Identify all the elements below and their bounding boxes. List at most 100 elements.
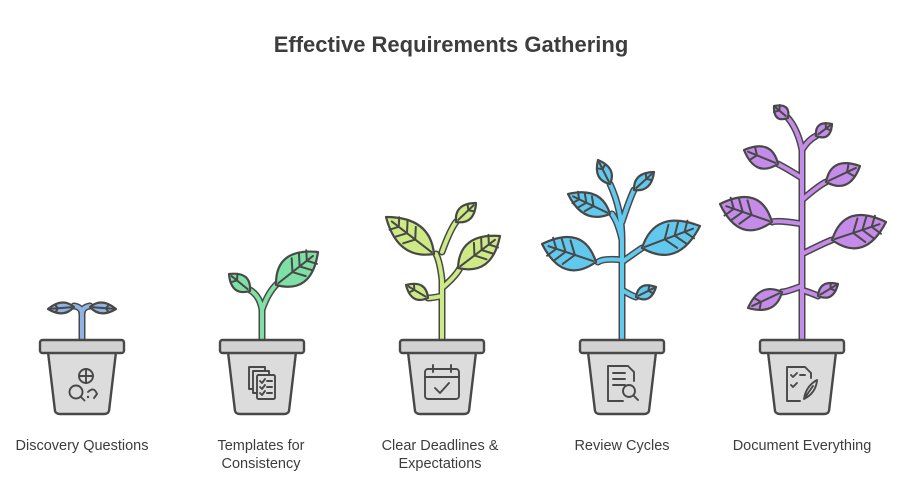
stacked-checklist-icon [248, 366, 276, 400]
leaf [772, 104, 790, 121]
stem-fill [596, 182, 644, 343]
leaf [824, 162, 862, 187]
leaf-vein [457, 204, 475, 221]
leaf-vein [737, 197, 744, 213]
leaf [830, 213, 888, 250]
leaf-vein [305, 249, 308, 262]
leaf-vein [723, 207, 735, 217]
leaf-vein [827, 166, 857, 182]
leaf-vein [846, 171, 856, 178]
leaf-vein [561, 253, 576, 265]
leaf-vein [852, 217, 859, 234]
leaf-vein [480, 248, 494, 255]
flower-pot [38, 338, 126, 416]
leaf-vein [673, 220, 680, 237]
pot-body [766, 350, 838, 416]
stage-label-line: Clear Deadlines & [381, 438, 499, 454]
leaf-vein [861, 228, 875, 240]
calendar-check-icon [424, 364, 460, 400]
leaf-vein [305, 259, 318, 265]
leaf-vein [414, 225, 417, 241]
plant-stage-document [718, 104, 888, 416]
leaf-vein [467, 209, 476, 213]
leaf [746, 288, 784, 312]
leaf-vein [291, 271, 307, 278]
leaf [814, 121, 834, 139]
leaf [595, 158, 613, 186]
leaf-vein [663, 223, 670, 241]
leaf-vein [751, 292, 781, 308]
leaf-vein [870, 225, 882, 235]
stage-label-line: Document Everything [732, 438, 872, 454]
leaf-vein [229, 279, 238, 284]
leaf-vein [297, 252, 301, 268]
diagram-title: Effective Requirements Gathering [273, 32, 629, 57]
stage-label-line: Review Cycles [574, 438, 670, 454]
leaf [718, 195, 774, 232]
leaf-vein [298, 265, 314, 272]
stage-label-line: Discovery Questions [15, 438, 149, 454]
pot-rim [218, 338, 306, 355]
leaf [640, 219, 702, 257]
leaf-vein [487, 243, 499, 249]
leaf-vein [730, 210, 744, 222]
flower-pot [578, 338, 666, 416]
leaf-vein [50, 306, 73, 310]
leaf [816, 281, 840, 299]
leaf-vein [552, 236, 558, 250]
stage-label-templates: Templates for Consistency [171, 437, 351, 473]
leaf-vein [290, 257, 294, 274]
leaf-vein [846, 162, 850, 174]
leaf-vein [598, 161, 610, 183]
leaf-vein [852, 231, 867, 243]
leaf-vein [753, 297, 762, 303]
flower-pot [758, 338, 846, 416]
leaf-vein [819, 284, 837, 296]
leaf-vein [663, 238, 679, 249]
leaf [274, 249, 320, 288]
leaf-vein [673, 234, 688, 245]
leaf [456, 233, 502, 271]
leaf-vein [758, 300, 762, 311]
leaf [88, 301, 118, 315]
stage-label-discovery: Discovery Questions [0, 437, 172, 455]
leaf-vein [583, 205, 595, 213]
pot-rim [38, 338, 126, 355]
leaf [384, 215, 436, 256]
leaf-vein [817, 124, 832, 136]
stem-fill [72, 304, 92, 343]
stage-label-review: Review Cycles [532, 437, 712, 455]
leaf-vein [402, 238, 417, 245]
leaf-vein [394, 232, 408, 238]
leaf-vein [729, 196, 735, 210]
plant-stage-deadlines [384, 201, 502, 416]
plant-stage-review [540, 158, 702, 416]
leaf [566, 190, 612, 219]
leaf-vein [647, 284, 651, 292]
leaf [227, 272, 252, 294]
pot-rim [398, 338, 486, 355]
leaf-vein [407, 288, 416, 294]
plant-stage-discovery [38, 301, 126, 416]
leaf-vein [546, 247, 558, 257]
flower-pot [218, 338, 306, 416]
leaf-vein [583, 192, 588, 204]
plant-stage-templates [218, 249, 320, 416]
pot-body [406, 350, 478, 416]
leaf [634, 284, 658, 301]
stage-label-line: Templates for [217, 438, 305, 454]
pot-rim [578, 338, 666, 355]
leaf-vein [774, 106, 787, 118]
leaf-vein [569, 239, 576, 256]
stem-fill [770, 116, 834, 343]
leaf-vein [388, 225, 400, 231]
leaf-vein [91, 306, 114, 310]
leaf-vein [577, 201, 588, 209]
leaf-vein [746, 199, 753, 216]
leaf [540, 235, 598, 272]
leaf-vein [576, 190, 581, 201]
leaf-vein [738, 213, 753, 225]
leaf [632, 170, 656, 192]
leaf-vein [466, 203, 470, 212]
